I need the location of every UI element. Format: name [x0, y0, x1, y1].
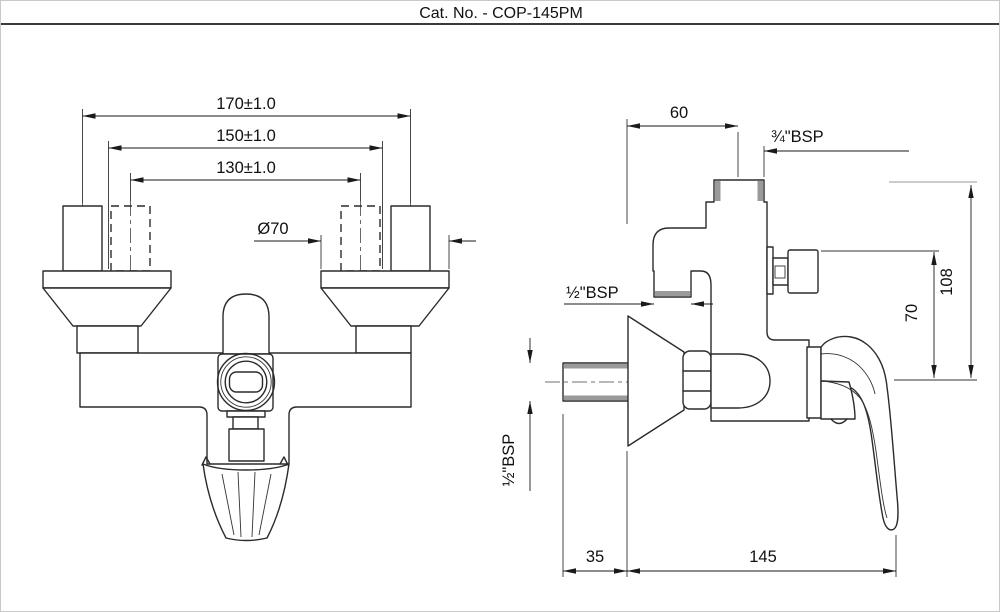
handle-socket — [228, 371, 264, 393]
top-outlet-thread-left — [715, 181, 721, 201]
dim-108: 108 — [938, 268, 956, 296]
spout-bell — [202, 463, 290, 542]
dim-60: 60 — [670, 104, 688, 122]
diverter-knob — [228, 428, 265, 462]
left-inlet-pipe — [62, 205, 103, 272]
side-lever-handle — [806, 335, 899, 531]
side-view: 60 ¾"BSP ½"BSP 108 70 ½"BSP 35 145 — [500, 104, 977, 577]
side-extension-lines — [562, 119, 977, 577]
front-dimensions: 170±1.0 150±1.0 130±1.0 Ø70 — [82, 95, 476, 244]
title-block: Cat. No. - COP-145PM — [1, 5, 999, 25]
dim-70: 70 — [903, 304, 921, 322]
dim-35: 35 — [586, 548, 604, 566]
right-inlet-pipe — [390, 205, 431, 272]
label-inlet-thread: ½"BSP — [500, 434, 518, 487]
side-mixer-body — [652, 179, 810, 422]
front-centerlines — [82, 201, 411, 279]
dim-150: 150±1.0 — [216, 127, 276, 145]
handle-escutcheon — [806, 346, 822, 419]
dim-170: 170±1.0 — [216, 95, 276, 113]
front-spout-assembly — [201, 410, 290, 542]
side-hex-nut — [682, 350, 712, 410]
front-cartridge-hub — [216, 352, 276, 412]
front-lever-handle — [222, 293, 270, 355]
handle-base — [820, 380, 856, 420]
catalog-number-title: Cat. No. - COP-145PM — [419, 5, 583, 22]
dim-130: 130±1.0 — [216, 159, 276, 177]
side-cartridge-dome — [710, 353, 771, 409]
label-top-outlet-thread: ¾"BSP — [771, 128, 824, 146]
down-outlet-thread — [655, 291, 690, 296]
front-inlet-pipes — [62, 205, 431, 272]
front-view: 170±1.0 150±1.0 130±1.0 Ø70 — [42, 95, 476, 542]
side-dimensions: 60 ¾"BSP ½"BSP 108 70 ½"BSP 35 145 — [500, 104, 974, 574]
top-outlet-thread-right — [757, 181, 763, 201]
label-spout-outlet-thread: ½"BSP — [566, 284, 619, 302]
side-diverter-knob — [766, 246, 819, 295]
front-wall-flanges — [42, 270, 450, 354]
side-wall-flange — [627, 315, 685, 447]
handle-blade — [820, 335, 899, 531]
dim-dia-70: Ø70 — [257, 220, 288, 238]
dim-145: 145 — [749, 548, 777, 566]
side-inlet-pipe — [545, 362, 643, 402]
